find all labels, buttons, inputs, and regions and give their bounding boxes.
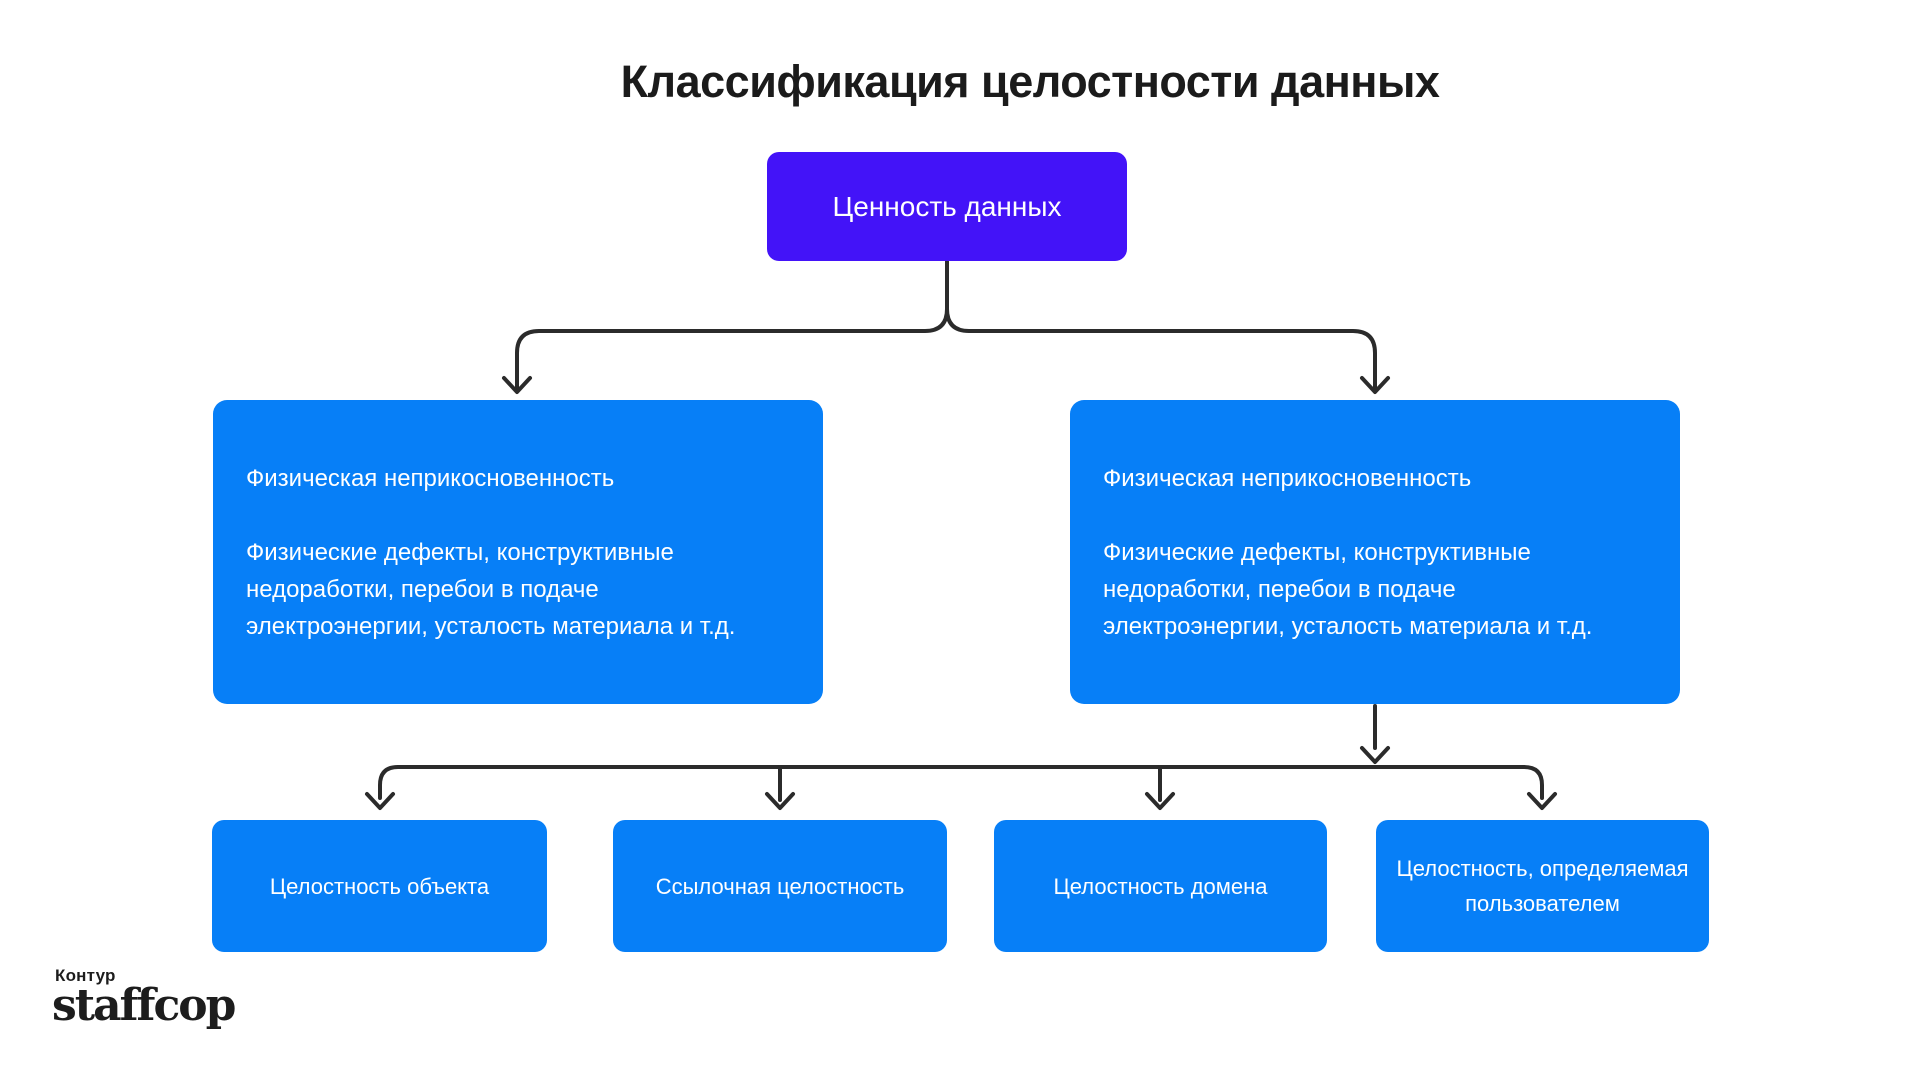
root-node-data-value: Ценность данных <box>767 152 1127 261</box>
leaf-1-label: Целостность объекта <box>269 873 490 899</box>
arrowhead-leaf-4 <box>1527 792 1557 810</box>
branch-node-right: Физическая неприкосновенность Физические… <box>1070 400 1680 704</box>
root-node-label: Ценность данных <box>832 190 1062 222</box>
leaf-3-label: Целостность домена <box>1053 873 1268 899</box>
arrowhead-bar-feed <box>1360 746 1390 764</box>
logo-staffcop-wordmark: staffcop <box>52 980 236 1031</box>
connector-bar-to-leaf-4 <box>1522 765 1544 800</box>
leaf-node-user-defined-integrity: Целостность, определяемая пользователем <box>1376 820 1709 952</box>
branch-right-body: Физические дефекты, конструктивные недор… <box>1103 538 1593 640</box>
connector-root-to-right <box>945 260 1377 392</box>
branch-node-left: Физическая неприкосновенность Физические… <box>213 400 823 704</box>
page-title: Классификация целостности данных <box>620 56 1440 107</box>
leaf-node-referential-integrity: Ссылочная целостность <box>613 820 947 952</box>
arrowhead-leaf-1 <box>365 792 395 810</box>
arrowhead-leaf-2 <box>765 792 795 810</box>
leaf-2-label: Ссылочная целостность <box>655 873 905 899</box>
connector-root-to-left <box>515 260 949 392</box>
arrowhead-right-branch <box>1360 376 1390 394</box>
connector-bar-to-leaf-1 <box>378 765 400 800</box>
leaf-node-domain-integrity: Целостность домена <box>994 820 1327 952</box>
arrowhead-left-branch <box>502 376 532 394</box>
branch-left-heading: Физическая неприкосновенность <box>246 464 615 492</box>
leaf-node-object-integrity: Целостность объекта <box>212 820 547 952</box>
branch-right-heading: Физическая неприкосновенность <box>1103 464 1472 492</box>
staffcop-logo: Контур staffcop <box>52 966 236 1031</box>
branch-left-body: Физические дефекты, конструктивные недор… <box>246 538 736 640</box>
arrowhead-leaf-3 <box>1145 792 1175 810</box>
leaf-4-label: Целостность, определяемая пользователем <box>1396 856 1689 916</box>
logo-kontur-wordmark: Контур <box>55 966 116 985</box>
